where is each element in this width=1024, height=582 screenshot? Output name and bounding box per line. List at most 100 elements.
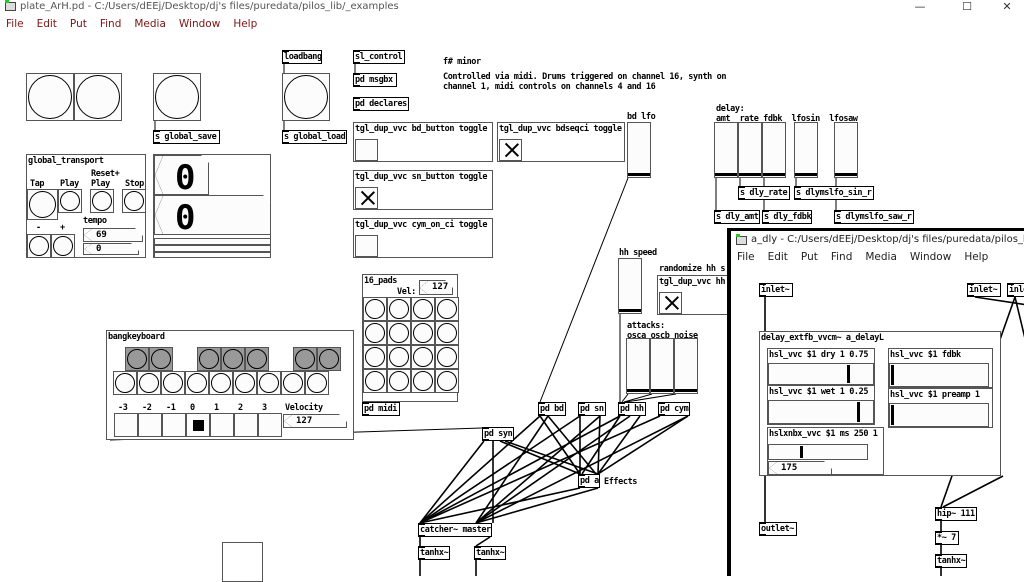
ms-number-box[interactable]: 175 xyxy=(768,461,832,475)
tempo-plus-bang[interactable] xyxy=(51,234,75,258)
white-key-bang[interactable] xyxy=(233,371,257,395)
pad-bang[interactable] xyxy=(435,321,459,345)
close-button[interactable]: ✕ xyxy=(1002,0,1012,13)
pad-bang[interactable] xyxy=(363,369,387,393)
tempo-number-box[interactable]: 69 xyxy=(83,228,143,242)
black-key-bang[interactable] xyxy=(245,347,269,371)
white-key-bang[interactable] xyxy=(185,371,209,395)
preamp-slider[interactable] xyxy=(889,403,989,427)
menu-window[interactable]: Window xyxy=(909,251,952,263)
bdseqci-toggle[interactable] xyxy=(499,139,522,161)
white-key-bang[interactable] xyxy=(137,371,161,395)
delay-amt-slider[interactable] xyxy=(714,122,738,178)
wet-slider[interactable] xyxy=(768,400,874,424)
osca-attack-slider[interactable] xyxy=(626,338,650,394)
pd-bd-object[interactable]: pd bd xyxy=(538,402,566,416)
offset-radio-button[interactable] xyxy=(162,413,186,437)
hip-object[interactable]: hip~ 111 xyxy=(935,507,977,521)
counter-number-box[interactable]: 0 xyxy=(154,195,271,235)
counter-slider[interactable] xyxy=(154,252,271,258)
tanhx-object[interactable]: tanhx~ xyxy=(935,554,967,568)
bang-button[interactable] xyxy=(74,73,122,121)
tempo-minus-bang[interactable] xyxy=(27,234,51,258)
offset-radio-button[interactable] xyxy=(210,413,234,437)
pad-bang[interactable] xyxy=(387,345,411,369)
menu-find[interactable]: Find xyxy=(99,18,122,30)
offset-radio-button[interactable] xyxy=(186,413,210,437)
pad-bang[interactable] xyxy=(411,321,435,345)
offset-radio-button[interactable] xyxy=(258,413,282,437)
pd-hh-object[interactable]: pd hh xyxy=(618,402,646,416)
pd-syn-object[interactable]: pd syn xyxy=(482,427,514,441)
menu-edit[interactable]: Edit xyxy=(767,251,788,263)
bd-lfo-slider[interactable] xyxy=(627,122,651,178)
delay-rate-slider[interactable] xyxy=(738,122,762,178)
white-key-bang[interactable] xyxy=(281,371,305,395)
menu-help[interactable]: Help xyxy=(964,251,989,263)
menu-file[interactable]: File xyxy=(6,18,24,30)
send-dly-fdbk[interactable]: s dly_fdbk xyxy=(762,210,812,224)
send-dly-rate[interactable]: s dly_rate xyxy=(738,186,790,200)
pd-a-object[interactable]: pd a xyxy=(578,474,600,488)
inlet-object[interactable]: inlet~ xyxy=(759,283,793,297)
send-global-save[interactable]: s global_save xyxy=(153,130,220,144)
reset-play-bang[interactable] xyxy=(90,189,114,213)
inlet-object[interactable]: inle xyxy=(1007,283,1024,297)
pad-bang[interactable] xyxy=(363,297,387,321)
black-key-bang[interactable] xyxy=(149,347,173,371)
play-bang[interactable] xyxy=(58,189,82,213)
offset-radio-button[interactable] xyxy=(234,413,258,437)
send-dlymslfo-saw[interactable]: s dlymslfo_saw_r xyxy=(834,210,914,224)
hh-toggle[interactable] xyxy=(659,292,682,314)
delay-fdbk-slider[interactable] xyxy=(762,122,786,178)
transport-number-box[interactable]: 0 xyxy=(83,243,139,255)
white-key-bang[interactable] xyxy=(257,371,281,395)
white-key-bang[interactable] xyxy=(113,371,137,395)
menu-edit[interactable]: Edit xyxy=(36,18,57,30)
pad-bang[interactable] xyxy=(387,369,411,393)
lfosaw-slider[interactable] xyxy=(834,122,858,178)
lfosin-slider[interactable] xyxy=(794,122,818,178)
cym-on-ci-toggle[interactable] xyxy=(355,235,378,257)
pad-bang[interactable] xyxy=(387,321,411,345)
stop-bang[interactable] xyxy=(122,189,146,213)
counter-slider[interactable] xyxy=(154,245,271,252)
maximize-button[interactable]: ☐ xyxy=(962,0,972,13)
tanhx-object[interactable]: tanhx~ xyxy=(474,546,506,560)
menu-help[interactable]: Help xyxy=(233,18,258,30)
pads-velocity-box[interactable]: 127 xyxy=(419,280,453,295)
bd-button-toggle[interactable] xyxy=(355,139,378,161)
black-key-bang[interactable] xyxy=(221,347,245,371)
menu-window[interactable]: Window xyxy=(178,18,221,30)
menu-find[interactable]: Find xyxy=(830,251,853,263)
tanhx-object[interactable]: tanhx~ xyxy=(418,546,450,560)
fdbk-slider[interactable] xyxy=(889,363,989,387)
pd-midi-object[interactable]: pd midi xyxy=(362,402,400,416)
white-key-bang[interactable] xyxy=(209,371,233,395)
menu-put[interactable]: Put xyxy=(69,18,87,30)
multiply-object[interactable]: *~ 7 xyxy=(935,531,959,545)
menu-media[interactable]: Media xyxy=(134,18,166,30)
offset-radio-button[interactable] xyxy=(138,413,162,437)
minimize-button[interactable]: — xyxy=(914,0,926,13)
pd-sn-object[interactable]: pd sn xyxy=(578,402,606,416)
hh-speed-slider[interactable] xyxy=(618,258,642,314)
pad-bang[interactable] xyxy=(411,369,435,393)
send-dly-amt[interactable]: s dly_amt xyxy=(714,210,760,224)
outlet-object[interactable]: outlet~ xyxy=(759,522,797,536)
menu-file[interactable]: File xyxy=(737,251,755,263)
dry-slider[interactable] xyxy=(768,363,874,385)
pad-bang[interactable] xyxy=(411,345,435,369)
sl-control-object[interactable]: sl_control xyxy=(353,50,405,64)
send-dlymslfo-sin[interactable]: s dlymslfo_sin_r xyxy=(794,186,874,200)
ms-slider[interactable] xyxy=(768,444,868,460)
counter-slider[interactable] xyxy=(154,238,271,245)
noise-attack-slider[interactable] xyxy=(674,338,698,394)
pd-declares-object[interactable]: pd declares xyxy=(353,97,409,111)
black-key-bang[interactable] xyxy=(125,347,149,371)
oscb-attack-slider[interactable] xyxy=(650,338,674,394)
keyboard-velocity-box[interactable]: 127 xyxy=(283,414,347,428)
tap-bang[interactable] xyxy=(27,189,58,220)
counter-number-box[interactable]: 0 xyxy=(154,155,209,195)
pad-bang[interactable] xyxy=(411,297,435,321)
